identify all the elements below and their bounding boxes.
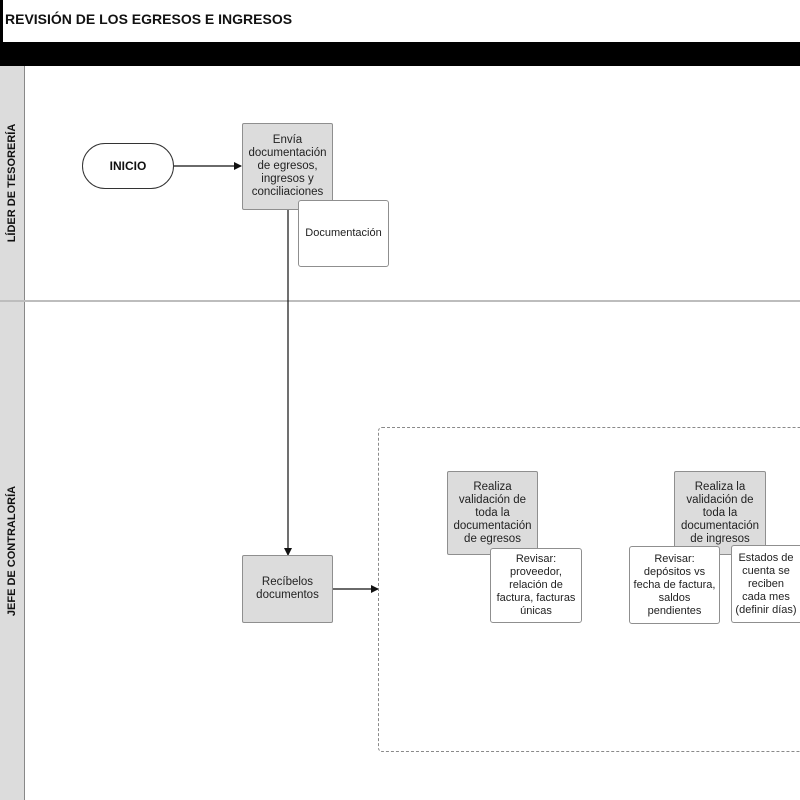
note-revisar-ingresos: Revisar: depósitos vs fecha de factura, … [629, 546, 720, 624]
process-validacion-egresos: Realiza validación de toda la documentac… [447, 471, 538, 555]
lane-divider [0, 300, 800, 302]
diagram-title-bar: REVISIÓN DE LOS EGRESOS E INGRESOS [0, 0, 800, 42]
process-validacion-ingresos: Realiza la validación de toda la documen… [674, 471, 766, 555]
process-envia-documentacion: Envía documentación de egresos, ingresos… [242, 123, 333, 210]
lane-label-jefe: JEFE DE CONTRALORÍA [0, 302, 25, 800]
lane-label-lider: LÍDER DE TESORERÍA [0, 66, 25, 300]
note-revisar-egresos: Revisar: proveedor, relación de factura,… [490, 548, 582, 623]
validation-group [378, 427, 800, 752]
note-estados-de-cuenta: Estados de cuenta se reciben cada mes (d… [731, 545, 800, 623]
header-band [0, 42, 800, 66]
note-documentacion: Documentación [298, 200, 389, 267]
diagram-title: REVISIÓN DE LOS EGRESOS E INGRESOS [5, 11, 293, 27]
start-terminator: INICIO [82, 143, 174, 189]
process-recibelos-documentos: Recíbelos documentos [242, 555, 333, 623]
